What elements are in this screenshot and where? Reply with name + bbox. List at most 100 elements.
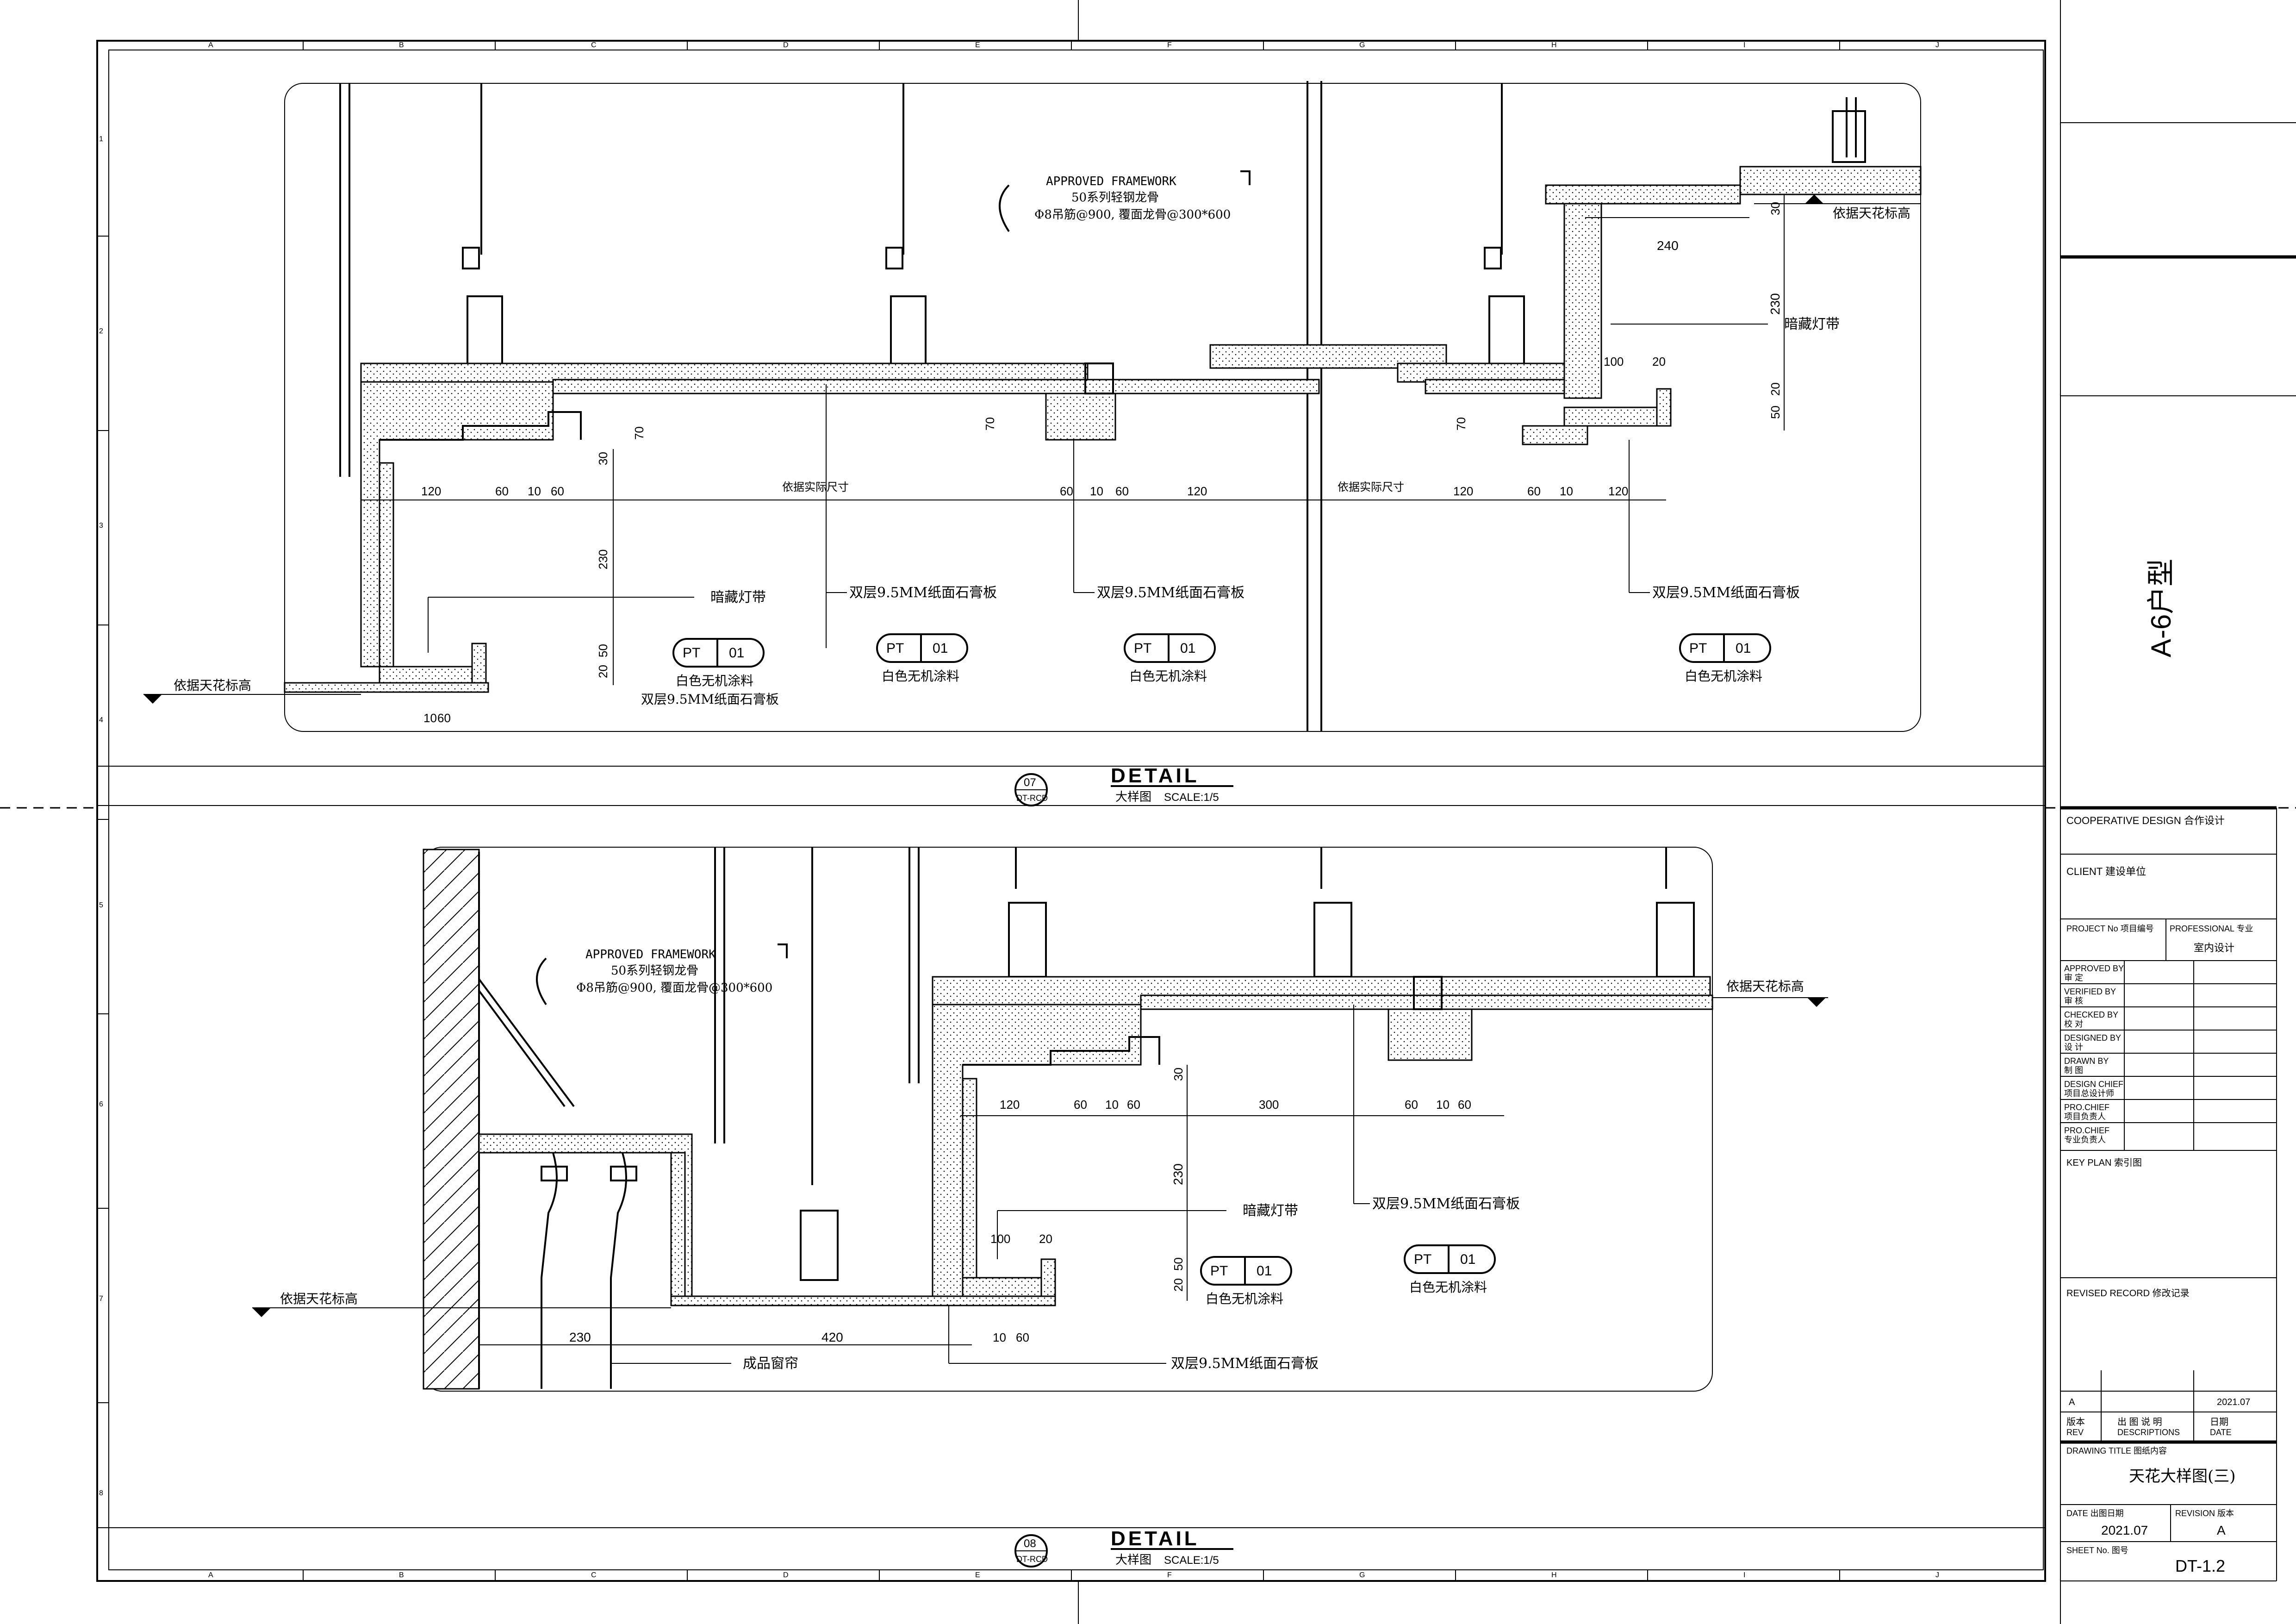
- revision-row-value: A: [2069, 1397, 2075, 1407]
- tag-number: 01: [729, 645, 744, 661]
- rev-header-cn: 版本: [2066, 1417, 2085, 1427]
- detail-scale: SCALE:1/5: [1164, 791, 1219, 804]
- grid-row-label: 5: [99, 901, 103, 909]
- grid-col-label: A: [208, 1571, 213, 1579]
- dim-text: 120: [421, 484, 441, 498]
- inner-frame: [108, 50, 2044, 1570]
- framing-block: [670, 1152, 686, 1297]
- grid-col-label: A: [208, 41, 213, 49]
- grid-row-label: 3: [99, 522, 103, 530]
- dim-text: 120: [1187, 484, 1207, 498]
- detail-number: 08: [1024, 1537, 1036, 1550]
- dim-text: 60: [1527, 484, 1541, 498]
- tag-code: PT: [1134, 641, 1151, 656]
- framing-block: [1563, 406, 1672, 427]
- dim-text: 10: [423, 711, 437, 725]
- tag-number: 01: [1460, 1252, 1475, 1267]
- dim-text: 230: [596, 550, 610, 569]
- revised-record-label: REVISED RECORD 修改记录: [2066, 1288, 2190, 1299]
- sheet-no-label: SHEET No. 图号: [2066, 1546, 2128, 1555]
- framing-outline: [536, 957, 547, 1006]
- grid-col-label: E: [975, 1571, 980, 1579]
- dim-text: 100: [990, 1232, 1010, 1246]
- detail-scale: SCALE:1/5: [1164, 1554, 1219, 1567]
- framing-block: [1425, 379, 1588, 394]
- dim-text: 60: [437, 711, 451, 725]
- grid-row-label: 8: [99, 1489, 103, 1497]
- ceiling-level-text: 依据天花标高: [280, 1291, 358, 1306]
- hidden-light-label: 暗藏灯带: [1243, 1203, 1298, 1219]
- sheet-number: DT-1.2: [2175, 1556, 2225, 1575]
- framework-note-line1: 50系列轻钢龙骨: [1071, 191, 1159, 205]
- framing-outline: [963, 1036, 1160, 1066]
- dim-text: 依据实际尺寸: [1338, 481, 1404, 493]
- design-chief-label: DESIGN CHIEF: [2064, 1080, 2123, 1089]
- framing-block: [1388, 1008, 1473, 1061]
- detail-title-cn: 大样图: [1115, 1553, 1151, 1567]
- ceiling-level-text: 依据天花标高: [1833, 206, 1910, 221]
- divider: [478, 990, 566, 1107]
- detail-sheet-ref: DT-RCD: [1016, 793, 1048, 803]
- grid-col-label: J: [1935, 1571, 1939, 1579]
- paint-label: 白色无机涂料: [1685, 668, 1762, 684]
- dim-text: 20: [1768, 382, 1782, 396]
- dim-text: 20: [1171, 1278, 1185, 1292]
- paint-label: 白色无机涂料: [1409, 1280, 1487, 1295]
- divider: [478, 978, 575, 1107]
- drawn-by-label: DRAWN BY: [2064, 1056, 2109, 1066]
- ceiling-level-marker-left: 依据天花标高: [143, 678, 361, 704]
- pro-chief-label: PRO.CHIEF: [2064, 1103, 2109, 1112]
- issue-date: 2021.07: [2101, 1523, 2148, 1537]
- dim-text: 依据实际尺寸: [782, 481, 849, 493]
- dim-text: 120: [1453, 484, 1473, 498]
- tag-number: 01: [1180, 641, 1195, 656]
- revision-value: A: [2217, 1523, 2226, 1537]
- material-tag: PT 01 白色无机涂料: [876, 633, 968, 684]
- hidden-light-label: 暗藏灯带: [710, 589, 766, 606]
- grid-row-label: 6: [99, 1100, 103, 1108]
- professional-value: 室内设计: [2194, 942, 2234, 954]
- dim-text: 60: [495, 484, 509, 498]
- framing-block: [1739, 166, 1922, 195]
- dim-text: 420: [821, 1330, 843, 1344]
- board-label: 双层9.5MM纸面石膏板: [1171, 1355, 1319, 1372]
- detail-number: 07: [1024, 776, 1036, 789]
- framing-outline: [380, 411, 582, 441]
- framing-block: [379, 462, 394, 668]
- framework-note-line1: 50系列轻钢龙骨: [611, 964, 698, 978]
- dim-text: 10: [1090, 484, 1103, 498]
- dim-text: 60: [1458, 1098, 1471, 1112]
- dim-text: 10: [993, 1330, 1006, 1344]
- framing-outline: [778, 943, 788, 958]
- framing-outline: [1240, 170, 1251, 185]
- dim-text: 70: [983, 417, 997, 431]
- board-label: 双层9.5MM纸面石膏板: [849, 585, 997, 601]
- detail-caption: 07 DT-RCD DETAIL 大样图 SCALE:1/5: [1014, 764, 1233, 806]
- grid-col-label: D: [783, 1571, 789, 1579]
- dim-text: 60: [1060, 484, 1073, 498]
- dim-text: 60: [1016, 1330, 1029, 1344]
- ceiling-channel: [360, 362, 1089, 383]
- dim-text: 100: [1604, 355, 1624, 369]
- desc-header-cn: 出 图 说 明: [2117, 1417, 2162, 1427]
- paint-label: 白色无机涂料: [676, 673, 753, 688]
- framing-block: [284, 682, 489, 693]
- dim-text: 20: [596, 665, 610, 678]
- ceiling-level-text: 依据天花标高: [1726, 979, 1804, 994]
- drawing-title: 天花大样图(三): [2129, 1467, 2236, 1486]
- grid-row-label: 7: [99, 1295, 103, 1303]
- date-header-en: DATE: [2210, 1428, 2232, 1437]
- dim-text: 50: [1768, 406, 1782, 419]
- framing-block: [471, 643, 487, 684]
- title-block: COOPERATIVE DESIGN 合作设计 CLIENT 建设单位 PROJ…: [2060, 806, 2277, 1581]
- key-plan-label: KEY PLAN 索引图: [2066, 1157, 2142, 1168]
- approved-by-cn: 审 定: [2064, 973, 2083, 982]
- detail-caption: 08 DT-RCD DETAIL 大样图 SCALE:1/5: [1014, 1527, 1233, 1568]
- grid-col-label: B: [399, 41, 404, 49]
- pro-chief-cn: 专业负责人: [2064, 1135, 2106, 1144]
- grid-col-label: C: [591, 41, 597, 49]
- hanger-rods: [714, 847, 1667, 1185]
- rev-header-en: REV: [2066, 1428, 2084, 1437]
- project-no-label: PROJECT No 项目编号: [2066, 924, 2154, 933]
